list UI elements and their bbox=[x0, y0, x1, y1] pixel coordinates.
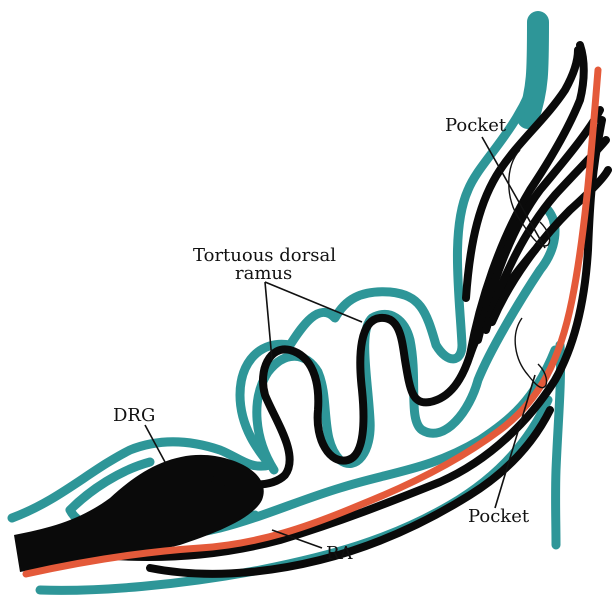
label-pocket-top: Pocket bbox=[445, 115, 507, 136]
label-ra: RA bbox=[326, 543, 354, 564]
label-tortuous-line2: ramus bbox=[235, 263, 292, 284]
label-pocket-bottom: Pocket bbox=[468, 506, 530, 527]
label-drg: DRG bbox=[113, 405, 155, 426]
